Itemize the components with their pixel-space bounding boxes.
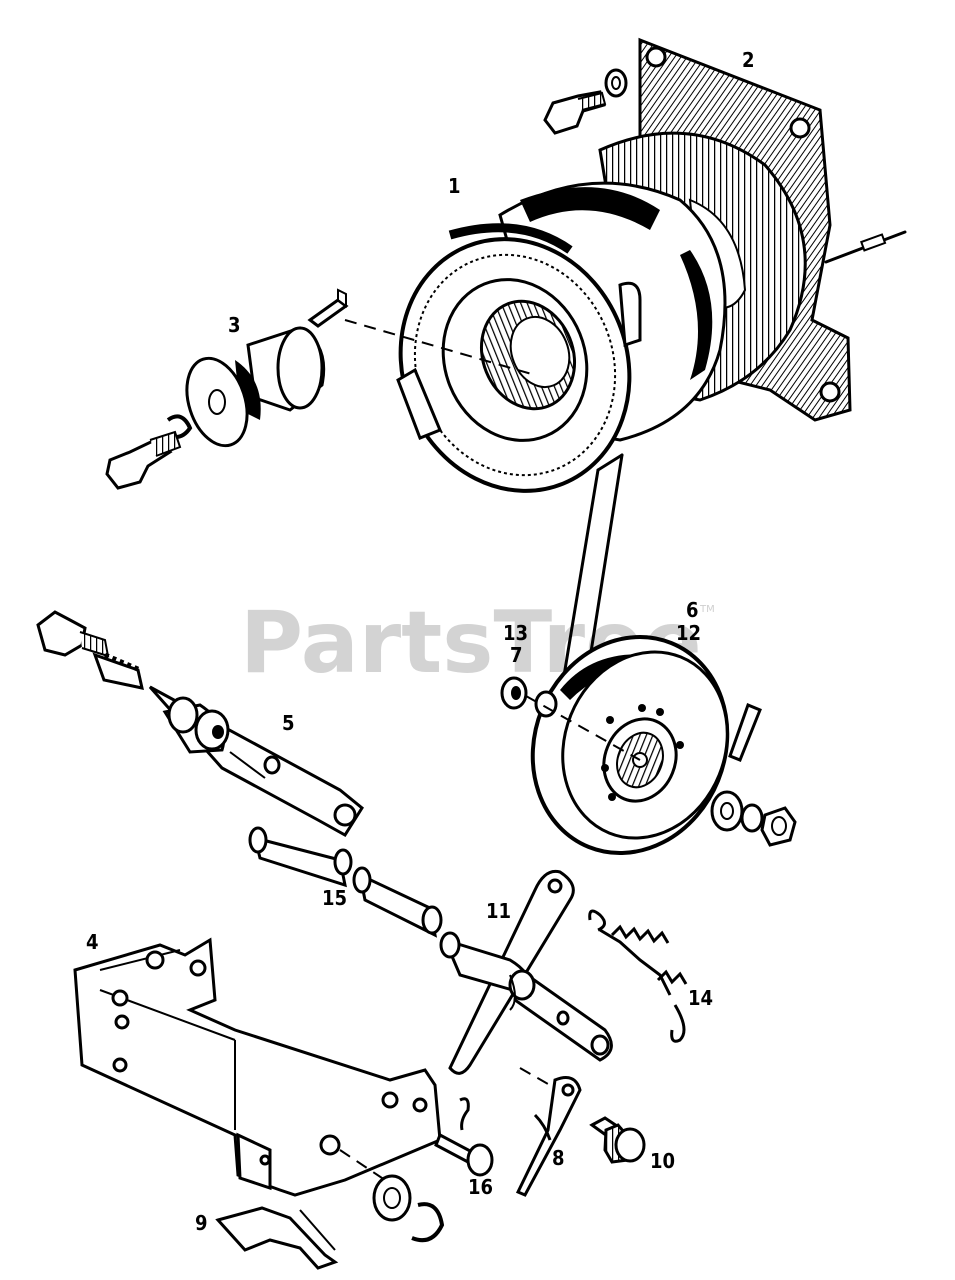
part-1-electric-clutch	[396, 131, 807, 493]
part-8-link-rod	[515, 1076, 582, 1197]
part-16-clevis-pin	[434, 1097, 494, 1177]
callout-3: 3	[228, 313, 241, 337]
part-4-mounting-bracket	[73, 937, 442, 1197]
callout-2: 2	[742, 48, 755, 72]
shaft-key	[307, 288, 349, 328]
callout-14: 14	[688, 986, 713, 1010]
wire-connector	[824, 230, 907, 264]
part-3-spacer-and-bolt	[105, 326, 326, 490]
part-15-pivot-pin	[248, 826, 443, 938]
bracket-washer-clip	[372, 1174, 445, 1243]
linkage-centerline	[519, 1067, 556, 1089]
callout-13: 13	[503, 621, 528, 645]
callout-16: 16	[468, 1175, 493, 1199]
part-14-spring	[588, 909, 688, 1043]
callout-1: 1	[448, 174, 461, 198]
plate-bolt	[543, 68, 628, 135]
part-10-shoulder-bolt	[589, 1116, 646, 1164]
callout-11: 11	[486, 899, 511, 923]
callout-12: 12	[676, 621, 701, 645]
watermark-trademark: TM	[699, 604, 715, 615]
part-9-clip	[215, 1206, 339, 1270]
part-5-idler-arm	[36, 610, 364, 838]
callout-15: 15	[322, 886, 347, 910]
part-7-bushing	[500, 676, 641, 761]
callout-6: 6	[686, 598, 699, 622]
idler-washer-nut	[710, 790, 797, 847]
callout-10: 10	[650, 1149, 675, 1173]
part-11-lever-arm	[439, 869, 613, 1075]
callout-7: 7	[510, 643, 523, 667]
part-6-idler-pulley	[530, 634, 762, 856]
shaft-centerline	[344, 319, 536, 376]
callout-5: 5	[282, 711, 295, 735]
callout-9: 9	[195, 1211, 208, 1235]
callout-4: 4	[86, 930, 99, 954]
callout-8: 8	[552, 1146, 565, 1170]
